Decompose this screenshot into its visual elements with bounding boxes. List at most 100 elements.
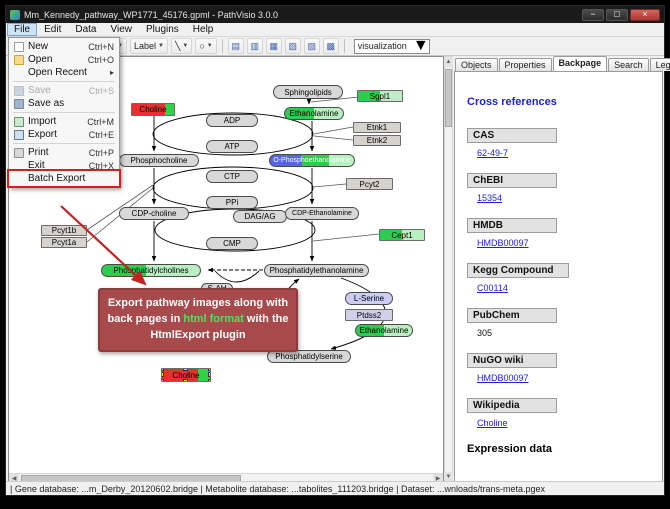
tab-backpage[interactable]: Backpage (552, 56, 608, 71)
pathway-node-choline[interactable]: Choline (131, 103, 175, 116)
pathway-node-pcyt2[interactable]: Pcyt2 (346, 178, 393, 190)
pathway-node-sphingolipids[interactable]: Sphingolipids (273, 85, 343, 99)
tab-legend[interactable]: Legend (649, 58, 670, 71)
selection-handle[interactable] (162, 369, 164, 371)
selection-handle[interactable] (208, 369, 210, 371)
xref-header-nugo-wiki[interactable]: NuGO wiki (467, 353, 557, 368)
pathway-node-dag-ag[interactable]: DAG/AG (233, 210, 287, 223)
file-menu-item-save-as[interactable]: Save as (10, 97, 118, 110)
xref-header-cas[interactable]: CAS (467, 128, 557, 143)
same-width-button[interactable]: ▨ (303, 38, 320, 54)
label-tool-label: Label (133, 40, 157, 51)
chevron-down-icon: ▼ (158, 43, 164, 49)
tab-search[interactable]: Search (608, 58, 649, 71)
same-height-button[interactable]: ▩ (322, 38, 339, 54)
pathway-node-cmp[interactable]: CMP (206, 237, 258, 250)
menu-item-shortcut: Ctrl+S (88, 85, 114, 96)
pathway-node-phosphatidylcholines[interactable]: Phosphatidylcholines (101, 264, 201, 277)
label-tool-button[interactable]: Label▼ (129, 38, 168, 54)
align-horizontal-button[interactable]: ▤ (227, 38, 244, 54)
selection-handle[interactable] (162, 379, 164, 381)
pathway-node-etnk1[interactable]: Etnk1 (353, 122, 401, 133)
pathway-node-pcyt1b[interactable]: Pcyt1b (41, 225, 87, 236)
align-vertical-button[interactable]: ▥ (246, 38, 263, 54)
pathway-node-ctp[interactable]: CTP (206, 170, 258, 183)
pathway-node-l-serine[interactable]: L-Serine (345, 292, 393, 305)
scroll-up-icon[interactable]: ▲ (444, 57, 453, 67)
file-menu-item-batch-export[interactable]: Batch Export (7, 169, 121, 188)
pathway-node-cdp-choline[interactable]: CDP-choline (119, 207, 189, 220)
open-folder-icon (14, 54, 24, 65)
menu-edit[interactable]: Edit (44, 24, 62, 35)
menu-plugins[interactable]: Plugins (145, 24, 179, 35)
pathway-node-o-phosphoethanolamine[interactable]: O-Phosphoethanolamine (269, 154, 355, 167)
close-button[interactable]: × (630, 8, 660, 21)
chevron-down-icon: ▼ (117, 43, 123, 49)
visualization-combobox[interactable]: visualization ▼ (353, 37, 430, 54)
vertical-scrollbar[interactable]: ▲ ▼ (444, 56, 453, 483)
xref-value-kegg-compound[interactable]: C00114 (477, 283, 508, 293)
pathway-node-ptdss2[interactable]: Ptdss2 (345, 309, 393, 321)
minimize-button[interactable]: − (582, 8, 604, 21)
xref-value-hmdb[interactable]: HMDB00097 (477, 238, 529, 248)
pathway-node-atp[interactable]: ATP (206, 140, 258, 153)
menu-item-icon (14, 161, 24, 171)
scroll-right-icon[interactable]: ▶ (433, 473, 443, 482)
pathway-node-choline[interactable]: Choline (161, 368, 211, 382)
xref-header-wikipedia[interactable]: Wikipedia (467, 398, 557, 413)
pathway-node-ethanolamine[interactable]: Ethanolamine (284, 107, 344, 120)
tab-objects[interactable]: Objects (455, 58, 498, 71)
xref-header-pubchem[interactable]: PubChem (467, 308, 557, 323)
shape-tool-button[interactable]: ○▼ (195, 38, 217, 54)
callout-text-after: with the HtmlExport plugin (150, 312, 289, 341)
xref-value-wikipedia[interactable]: Choline (477, 418, 508, 428)
scroll-down-icon[interactable]: ▼ (444, 472, 453, 482)
callout-text-before: Export pathway images along with back pa… (107, 297, 289, 325)
pathway-node-etnk2[interactable]: Etnk2 (353, 135, 401, 146)
distribute-horizontal-button[interactable]: ▦ (265, 38, 282, 54)
pathway-node-phosphatidylserine[interactable]: Phosphatidylserine (267, 350, 351, 363)
xref-value-nugo-wiki[interactable]: HMDB00097 (477, 373, 529, 383)
visualization-dropdown-caret-icon[interactable]: ▼ (412, 37, 429, 54)
pathway-node-ppi[interactable]: PPi (206, 196, 258, 209)
xref-header-kegg-compound[interactable]: Kegg Compound (467, 263, 569, 278)
scrollbar-thumb[interactable] (445, 69, 452, 127)
pathway-node-phosphatidylethanolamine[interactable]: Phosphatidylethanolamine (264, 264, 369, 277)
xref-value-cas[interactable]: 62-49-7 (477, 148, 509, 158)
menu-view[interactable]: View (110, 24, 132, 35)
selection-handle[interactable] (183, 369, 188, 371)
pathway-node-cept1[interactable]: Cept1 (379, 229, 425, 241)
selection-handle[interactable] (162, 372, 164, 377)
menu-data[interactable]: Data (75, 24, 97, 35)
pathway-node-sgpl1[interactable]: Sgpl1 (357, 90, 403, 102)
menu-item-label: Exit (28, 160, 45, 171)
selection-handle[interactable] (208, 379, 210, 381)
selection-handle[interactable] (208, 372, 210, 377)
same-height-icon: ▩ (326, 40, 335, 51)
menu-bar: File Edit Data View Plugins Help (6, 23, 664, 37)
scroll-left-icon[interactable]: ◀ (9, 473, 19, 482)
pathway-node-ethanolamine[interactable]: Ethanolamine (355, 324, 413, 337)
menu-help[interactable]: Help (192, 24, 214, 35)
xref-header-hmdb[interactable]: HMDB (467, 218, 557, 233)
file-menu-item-open-recent[interactable]: Open Recent▸ (10, 66, 118, 79)
menu-file[interactable]: File (7, 23, 38, 36)
line-tool-button[interactable]: ╲▼ (170, 38, 193, 54)
xref-header-chebi[interactable]: ChEBI (467, 173, 557, 188)
tab-properties[interactable]: Properties (498, 58, 552, 71)
xref-value-chebi[interactable]: 15354 (477, 193, 503, 203)
maximize-button[interactable]: □ (606, 8, 628, 21)
distribute-vertical-button[interactable]: ▧ (284, 38, 301, 54)
pathway-node-cdp-ethanolamine[interactable]: CDP-Ethanolamine (285, 207, 359, 220)
pathway-node-phosphocholine[interactable]: Phosphocholine (119, 154, 199, 167)
selection-handle[interactable] (183, 379, 188, 381)
pathway-node-pcyt1a[interactable]: Pcyt1a (41, 237, 87, 248)
pathway-node-adp[interactable]: ADP (206, 114, 258, 127)
